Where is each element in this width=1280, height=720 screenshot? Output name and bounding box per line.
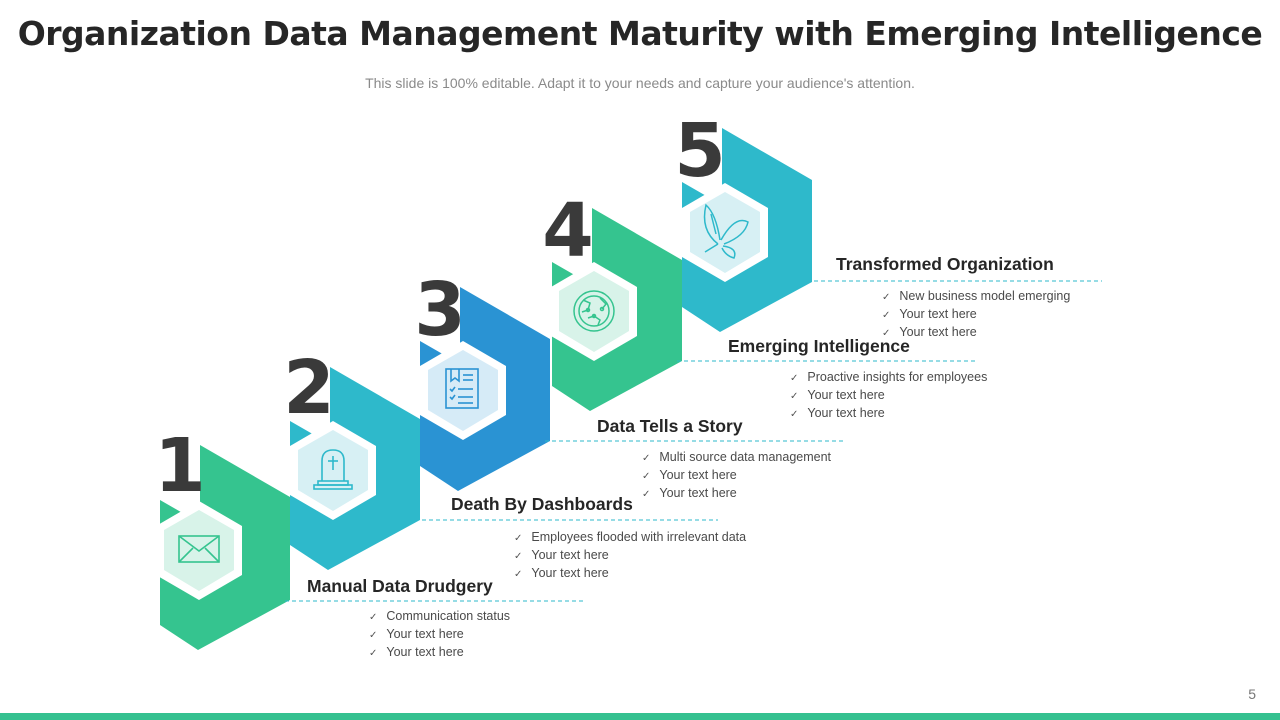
bottom-accent-bar bbox=[0, 713, 1280, 720]
step-1-bullet: Communication status bbox=[369, 608, 510, 626]
globe-network-icon bbox=[573, 290, 615, 332]
step-4-bullet: Your text here bbox=[790, 387, 987, 405]
step-5-bullet: Your text here bbox=[882, 306, 1070, 324]
step-2-title: Death By Dashboards bbox=[451, 494, 633, 514]
envelope-icon bbox=[178, 535, 220, 563]
step-5-group: 5 bbox=[674, 108, 1102, 332]
step-1-bullets: Communication status Your text here Your… bbox=[369, 608, 510, 662]
report-document-icon bbox=[445, 368, 479, 409]
step-5-title: Transformed Organization bbox=[836, 254, 1054, 274]
step-2-group: 2 bbox=[283, 345, 718, 570]
step-2-number: 2 bbox=[283, 345, 335, 431]
step-4-number: 4 bbox=[542, 188, 594, 274]
step-3-bullet: Your text here bbox=[642, 467, 831, 485]
step-1-bullet: Your text here bbox=[369, 626, 510, 644]
step-1-group: 1 bbox=[154, 423, 583, 650]
step-2-bullet: Your text here bbox=[514, 547, 746, 565]
step-3-number: 3 bbox=[414, 267, 466, 353]
step-1-title: Manual Data Drudgery bbox=[307, 576, 493, 596]
step-5-number: 5 bbox=[674, 108, 726, 194]
step-5-bullets: New business model emerging Your text he… bbox=[882, 288, 1070, 342]
step-4-title: Emerging Intelligence bbox=[728, 336, 910, 356]
step-2-bullet: Employees flooded with irrelevant data bbox=[514, 529, 746, 547]
step-3-bullets: Multi source data management Your text h… bbox=[642, 449, 831, 503]
step-3-title: Data Tells a Story bbox=[597, 416, 743, 436]
slide-title: Organization Data Management Maturity wi… bbox=[17, 14, 1263, 53]
step-3-bullet: Your text here bbox=[642, 485, 831, 503]
step-4-bullet: Your text here bbox=[790, 405, 987, 423]
step-5-bullet: New business model emerging bbox=[882, 288, 1070, 306]
step-2-hexagon-inner bbox=[298, 430, 368, 511]
step-1-number: 1 bbox=[154, 423, 206, 509]
step-4-hexagon-inner bbox=[559, 271, 629, 352]
step-2-bullet: Your text here bbox=[514, 565, 746, 583]
step-3-bullet: Multi source data management bbox=[642, 449, 831, 467]
step-4-bullet: Proactive insights for employees bbox=[790, 369, 987, 387]
page-number: 5 bbox=[1248, 686, 1256, 702]
butterfly-icon bbox=[703, 203, 749, 259]
step-1-bullet: Your text here bbox=[369, 644, 510, 662]
slide-subtitle: This slide is 100% editable. Adapt it to… bbox=[365, 75, 915, 91]
step-2-bullets: Employees flooded with irrelevant data Y… bbox=[514, 529, 746, 583]
step-4-group: 4 bbox=[542, 188, 975, 411]
step-3-group: 3 bbox=[414, 267, 845, 491]
step-4-bullets: Proactive insights for employees Your te… bbox=[790, 369, 987, 423]
tombstone-icon bbox=[313, 449, 353, 490]
step-5-bullet: Your text here bbox=[882, 324, 1070, 342]
